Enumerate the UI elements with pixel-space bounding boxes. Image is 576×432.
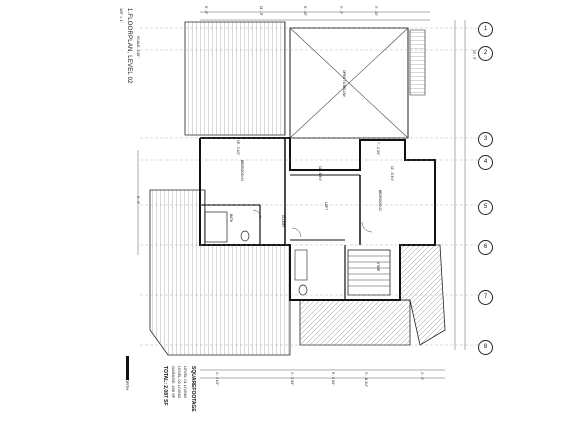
roof-right-upper: [409, 29, 426, 96]
grid-bubble-5: 5: [478, 200, 493, 215]
sqft-line-2: LEVEL 02 LIVING: [177, 366, 182, 399]
grid-bubble-7: 7: [478, 290, 493, 305]
grid-bubble-4: 4: [478, 155, 493, 170]
square-footage-heading: SQUAREFOOTAGE: [190, 366, 196, 412]
toilet: [240, 230, 250, 242]
dim-top-4: 5' - 2": [339, 6, 343, 15]
grid-bubble-2: 2: [478, 46, 493, 61]
grid-bubble-8: 8: [478, 340, 493, 355]
room-bath: BATH: [229, 214, 233, 223]
dim-interior-3: 11' - 6 3/4": [390, 166, 394, 181]
room-closet: CLOSET: [281, 215, 285, 228]
sqft-total: TOTAL: 2,087 SF: [162, 366, 168, 406]
stair: [347, 249, 391, 296]
room-bedroom-3: BEDROOM #3: [240, 160, 244, 181]
dim-top-1: 8' - 6": [204, 6, 208, 15]
room-loft: LOFT: [324, 202, 328, 211]
grid-bubble-3: 3: [478, 132, 493, 147]
dim-interior-5: 10' - 0": [472, 50, 476, 60]
roof-bottom-center: [299, 299, 411, 346]
tub: [204, 211, 228, 243]
drawing-title: 1.FLOORPLAN, LEVEL 02: [126, 8, 132, 84]
roof-upper-left: [184, 21, 286, 136]
drawing-note: SCALE: 3/16": [136, 36, 140, 58]
dim-bottom-3: 8' - 0 3/4": [331, 372, 335, 386]
grid-bubble-6: 6: [478, 240, 493, 255]
dim-interior-4: 7' - 0 3/4": [376, 142, 380, 156]
dim-top-2: 11' - 8": [259, 6, 263, 16]
vanity: [294, 249, 308, 281]
dim-top-5: 5' - 10": [374, 6, 378, 16]
dim-bottom-2: 4' - 5 3/4": [290, 372, 294, 386]
room-open-to-below: OPEN TO BELOW: [342, 70, 346, 97]
room-stair: STAIR: [376, 262, 380, 272]
room-bedroom-2: BEDROOM #2: [378, 190, 382, 211]
dim-bottom-4: 3' - 11 3/4": [364, 372, 368, 387]
dim-interior-1: 18' - 5 1/2": [236, 140, 240, 156]
dim-top-3: 8' - 10": [303, 6, 307, 16]
dim-interior-6: 8' - 0": [136, 196, 140, 205]
grid-lines: [140, 27, 478, 346]
grid-bubble-1: 1: [478, 22, 493, 37]
north-arrow: NORTH: [118, 356, 138, 396]
north-arrow-icon: [126, 356, 129, 380]
toilet-2: [298, 284, 308, 296]
drawing-scale: 1/8" = 1': [119, 8, 124, 23]
square-footage-block: SQUAREFOOTAGE LEVEL 01 LIVING LEVEL 02 L…: [152, 366, 212, 430]
sqft-line-3: GARAGE: 496 SF: [171, 366, 176, 399]
roof-left-lower: [149, 189, 291, 356]
dim-bottom-5: 4' - 4": [420, 372, 424, 381]
dim-bottom-1: 4' - 5 1/2": [215, 372, 219, 386]
dim-interior-2: 11' - 6 3/4": [318, 166, 322, 181]
sqft-line-1: LEVEL 01 LIVING: [183, 366, 188, 399]
north-label: NORTH: [125, 376, 130, 391]
open-to-below: [289, 27, 409, 139]
